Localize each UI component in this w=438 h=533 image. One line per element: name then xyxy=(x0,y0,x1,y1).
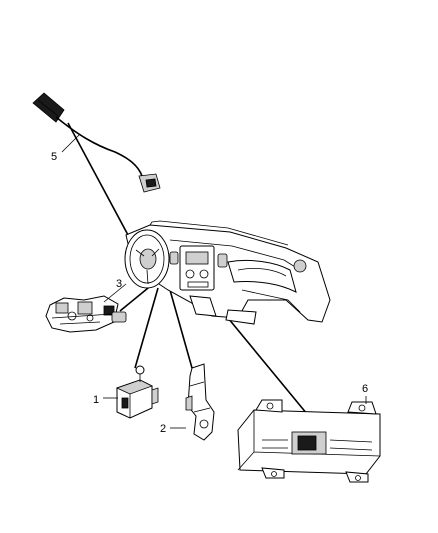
leader-lines xyxy=(67,122,313,421)
part-1-switch-module xyxy=(115,365,159,419)
callout-6: 6 xyxy=(362,383,368,395)
callout-2: 2 xyxy=(160,423,166,435)
part-6-switch-bank xyxy=(237,399,381,483)
part-2-bracket xyxy=(185,363,215,441)
part-5-cable-harness xyxy=(32,92,161,193)
callout-3: 3 xyxy=(116,278,122,290)
callout-5: 5 xyxy=(51,151,57,163)
callout-1: 1 xyxy=(93,394,99,406)
callout-leaders xyxy=(61,133,367,429)
instrument-panel-assembly xyxy=(124,220,331,325)
part-3-switch-assembly xyxy=(45,295,127,333)
